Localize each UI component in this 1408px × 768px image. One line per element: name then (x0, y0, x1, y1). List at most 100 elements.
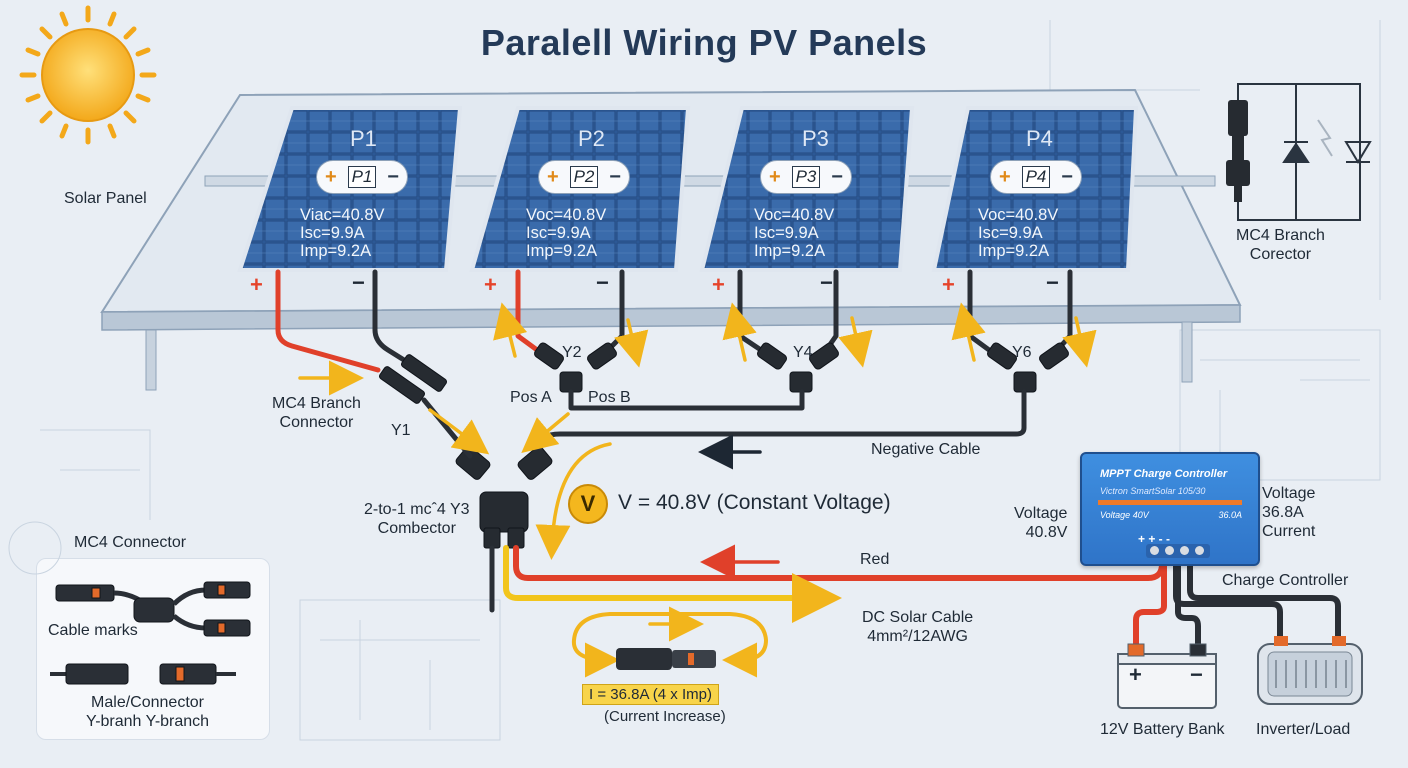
label-line: DC Solar Cable (862, 609, 974, 626)
label-line: Y-branh Y-branch (86, 713, 210, 731)
p4-positive-terminal: + (942, 272, 955, 297)
red-cable-label: Red (860, 551, 890, 568)
controller-title: MPPT Charge Controller (1100, 468, 1228, 480)
panel-p1-specs: Viac=40.8V Isc=9.9A Imp=9.2A (300, 206, 385, 260)
battery-plus-sign: + (1129, 662, 1142, 687)
controller-terminal-block (1146, 544, 1210, 558)
solar-panel-label: Solar Panel (64, 190, 147, 207)
y4-label: Y4 (793, 344, 813, 361)
cable-marks-label: Cable marks (48, 622, 138, 639)
label-line: Combector (377, 520, 456, 538)
inverter-load-label: Inverter/Load (1256, 721, 1351, 738)
current-increase-label: (Current Increase) (604, 708, 726, 725)
p1-negative-terminal: − (352, 270, 365, 295)
label-line: MC4 Branch (272, 395, 361, 412)
pos-a-label: Pos A (510, 389, 552, 406)
controller-voltage-right-label: Voltage 36.8A Current (1262, 484, 1315, 542)
panel-p3-specs: Voc=40.8V Isc=9.9A Imp=9.2A (754, 206, 834, 260)
controller-reading-current: 36.0A (1218, 510, 1242, 520)
mc4-legend-caption: Male/Connector Y-branh Y-branch (86, 693, 209, 731)
panel-voc: Voc=40.8V (526, 206, 607, 224)
controller-model: Victron SmartSolar 105/30 (1100, 486, 1206, 496)
charge-controller-label: Charge Controller (1222, 572, 1349, 589)
mc4-connector-title: MC4 Connector (74, 534, 187, 551)
positive-sign: + (769, 165, 781, 188)
panel-p1-badge: + P1 − (316, 160, 408, 194)
controller-readout: Voltage 40V 36.0A (1100, 510, 1242, 520)
panel-badge-label: P3 (791, 166, 821, 188)
label-line: Voltage (1014, 505, 1068, 522)
mc4-branch-connector-label: MC4 Branch Connector (272, 394, 361, 432)
page-title: Paralell Wiring PV Panels (480, 22, 928, 63)
controller-voltage-left-label: Voltage 40.8V (1014, 504, 1067, 542)
mc4-branch-corector-label: MC4 Branch Corector (1236, 226, 1325, 264)
label-line: 36.8A (1262, 504, 1304, 522)
controller-terminal-signs: + + - - (1138, 532, 1171, 546)
positive-sign: + (325, 165, 337, 188)
panel-voc: Voc=40.8V (754, 206, 835, 224)
panel-badge-label: P2 (569, 166, 599, 188)
panel-p2-id: P2 (578, 126, 605, 151)
battery-minus-sign: − (1190, 662, 1203, 687)
voltage-symbol-icon: V (568, 484, 608, 524)
negative-sign: − (609, 165, 621, 188)
positive-sign: + (547, 165, 559, 188)
controller-status-bar (1098, 500, 1242, 505)
p2-positive-terminal: + (484, 272, 497, 297)
p3-negative-terminal: − (820, 270, 833, 295)
panel-p3-badge: + P3 − (760, 160, 852, 194)
y6-label: Y6 (1012, 344, 1032, 361)
current-arrows (298, 302, 1097, 678)
negative-sign: − (831, 165, 843, 188)
panel-isc: Isc=9.9A (978, 224, 1043, 242)
negative-sign: − (1061, 165, 1073, 188)
mc4-connector-icon (616, 648, 716, 670)
panel-voc: Voc=40.8V (978, 206, 1059, 224)
label-line: Connector (279, 414, 354, 432)
mc4-y-branch-drawing (55, 581, 251, 637)
negative-sign: − (387, 165, 399, 188)
p3-positive-terminal: + (712, 272, 725, 297)
panel-p2-specs: Voc=40.8V Isc=9.9A Imp=9.2A (526, 206, 606, 260)
mc4-male-female-drawing (50, 663, 236, 685)
panel-p4-specs: Voc=40.8V Isc=9.9A Imp=9.2A (978, 206, 1058, 260)
mc4-branch-schematic (1237, 83, 1372, 221)
panel-badge-label: P1 (347, 166, 377, 188)
panel-imp: Imp=9.2A (978, 242, 1050, 260)
panel-isc: Isc=9.9A (300, 224, 365, 242)
label-line: MC4 Branch (1236, 227, 1325, 244)
mc4-branch-plug-icon (1226, 100, 1250, 202)
panel-voc: Viac=40.8V (300, 206, 385, 224)
battery-bank-label: 12V Battery Bank (1100, 721, 1225, 738)
mc4-y-connectors (379, 342, 1069, 549)
label-line: 2-to-1 mcˆ4 Y3 (364, 501, 470, 518)
panel-isc: Isc=9.9A (526, 224, 591, 242)
pos-b-label: Pos B (588, 389, 631, 406)
negative-cable-label: Negative Cable (871, 441, 981, 458)
voltage-equation: V = 40.8V (Constant Voltage) (618, 491, 891, 514)
label-line: Voltage (1262, 485, 1316, 502)
panel-isc: Isc=9.9A (754, 224, 819, 242)
controller-reading-voltage: Voltage 40V (1100, 510, 1149, 520)
panel-badge-label: P4 (1021, 166, 1051, 188)
panel-p4-id: P4 (1026, 126, 1053, 151)
y1-label: Y1 (391, 422, 411, 439)
battery-bank-icon (1117, 643, 1217, 709)
dc-solar-cable-label: DC Solar Cable 4mm²/12AWG (862, 608, 973, 646)
p1-positive-terminal: + (250, 272, 263, 297)
combiner-label: 2-to-1 mcˆ4 Y3 Combector (364, 500, 470, 538)
panel-imp: Imp=9.2A (300, 242, 372, 260)
inverter-load-icon (1257, 636, 1363, 705)
panel-p2-badge: + P2 − (538, 160, 630, 194)
label-line: Corector (1249, 246, 1312, 264)
p2-negative-terminal: − (596, 270, 609, 295)
positive-sign: + (999, 165, 1011, 188)
label-line: Current (1262, 523, 1316, 541)
panel-p3-id: P3 (802, 126, 829, 151)
panel-p1-id: P1 (350, 126, 377, 151)
panel-p4-badge: + P4 − (990, 160, 1082, 194)
current-equation-box: I = 36.8A (4 x Imp) (582, 684, 719, 705)
label-line: 40.8V (1025, 524, 1068, 542)
